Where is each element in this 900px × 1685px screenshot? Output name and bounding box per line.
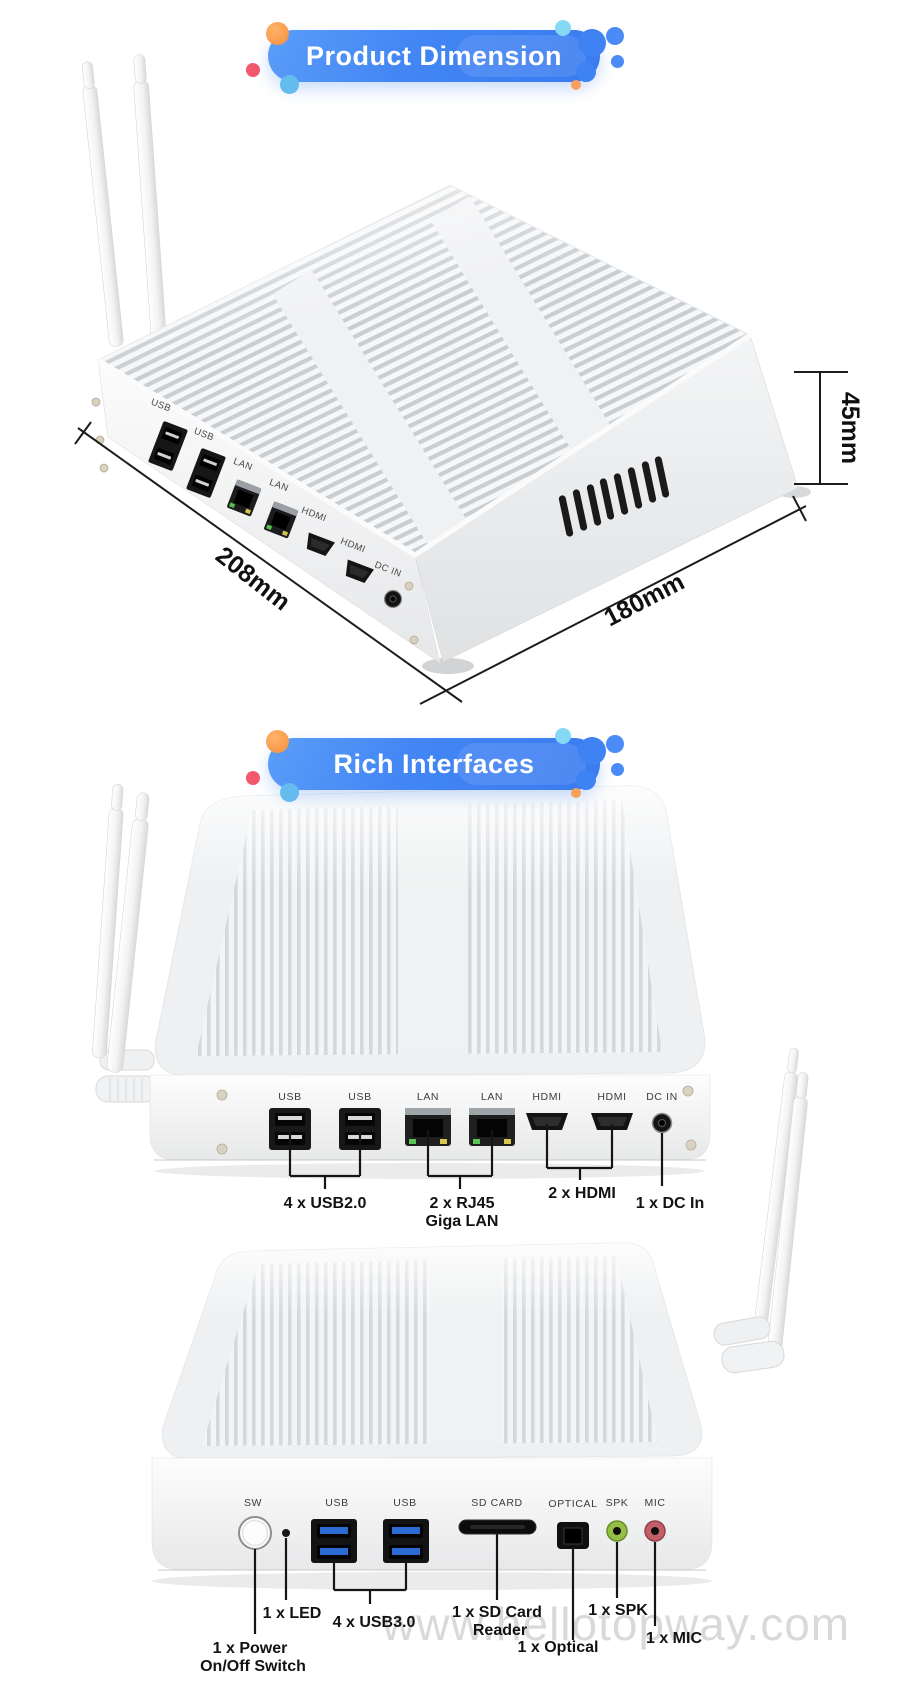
port-label: LAN <box>417 1091 439 1103</box>
banner-title: Rich Interfaces <box>333 749 535 779</box>
decor-blob <box>576 62 596 82</box>
decor-dot-cyan <box>555 728 571 744</box>
decor-blob <box>576 770 596 790</box>
device-top <box>96 184 752 558</box>
port-label: USB <box>278 1091 301 1103</box>
annotation-usb2: 4 x USB2.0 <box>284 1195 367 1212</box>
antenna <box>133 54 167 347</box>
hdmi-port <box>306 532 335 557</box>
callout-line <box>288 1132 362 1189</box>
callout-line <box>332 1563 408 1604</box>
annotation-usb3: 4 x USB3.0 <box>333 1614 416 1631</box>
usb-port <box>148 421 188 471</box>
usb3-port <box>311 1519 357 1563</box>
port-label: SW <box>244 1497 262 1509</box>
annotation-lan-line2: Giga LAN <box>426 1213 499 1230</box>
dimension-height: 45mm <box>794 371 864 485</box>
port-label: DC IN <box>646 1091 678 1103</box>
callout-line <box>545 1124 614 1180</box>
decor-dot-cyan <box>555 20 571 36</box>
power-button <box>238 1516 272 1550</box>
decor-dot-blue <box>611 55 624 68</box>
annotation-lan-line1: 2 x RJ45 <box>430 1195 495 1212</box>
lan-port <box>227 479 262 517</box>
decor-dot-orange <box>266 730 289 753</box>
usb-port <box>269 1108 311 1150</box>
port-label: USB <box>348 1091 371 1103</box>
port-label: HDMI <box>597 1091 626 1103</box>
dc-in-port <box>383 589 403 609</box>
annotation-hdmi: 2 x HDMI <box>548 1185 616 1202</box>
annotation-power-line2: On/Off Switch <box>200 1658 306 1675</box>
screw <box>216 1085 697 1155</box>
port-label: USB <box>325 1497 348 1509</box>
iso-view-photo: USB USB LAN LAN HDMI HDMI DC IN 208mm 18… <box>74 54 864 705</box>
decor-dot-skyblue <box>280 75 299 94</box>
antenna <box>106 792 150 1073</box>
annotation-dc: 1 x DC In <box>636 1195 704 1212</box>
banner-pill: Product Dimension <box>268 30 600 82</box>
port-label: OPTICAL <box>548 1498 597 1510</box>
decor-dot-blue <box>606 735 624 753</box>
device-front-panel <box>151 1457 713 1590</box>
banner-pill: Rich Interfaces <box>268 738 600 790</box>
port-label: MIC <box>644 1497 665 1509</box>
decor-dot-skyblue <box>280 783 299 802</box>
front-view-photo: SW USB USB SD CARD OPTICAL SPK MIC <box>151 1047 809 1675</box>
decor-blob <box>578 29 606 57</box>
annotation-power-line1: 1 x Power <box>213 1640 288 1657</box>
callout-line <box>426 1130 494 1189</box>
banner-product-dimension: Product Dimension <box>240 20 640 98</box>
antenna <box>81 61 124 347</box>
port-label: SD CARD <box>471 1497 522 1509</box>
decor-dot-red <box>246 771 260 785</box>
annotation-sd-line2: Reader <box>473 1622 527 1639</box>
dc-in-port <box>651 1112 673 1134</box>
hdmi-port <box>591 1113 633 1130</box>
screw <box>91 397 419 645</box>
port-label: HDMI <box>532 1091 561 1103</box>
optical-port <box>557 1522 589 1549</box>
annotation-spk: 1 x SPK <box>588 1602 648 1619</box>
antenna <box>92 784 124 1059</box>
annotation-mic: 1 x MIC <box>646 1630 702 1647</box>
decor-dot-blue <box>606 27 624 45</box>
led-indicator <box>282 1529 290 1537</box>
port-label: SPK <box>606 1497 629 1509</box>
lan-port <box>405 1108 451 1146</box>
device-foot <box>422 658 474 674</box>
decor-blob <box>578 737 606 765</box>
decor-dot-orange <box>266 22 289 45</box>
annotation-optical: 1 x Optical <box>518 1639 599 1656</box>
back-view-photo: USB USB LAN LAN HDMI HDMI DC IN <box>92 784 711 1230</box>
hdmi-port <box>526 1113 568 1130</box>
usb3-port <box>383 1519 429 1563</box>
port-label: LAN <box>481 1091 503 1103</box>
banner-rich-interfaces: Rich Interfaces <box>240 728 640 806</box>
device-top <box>161 1242 703 1460</box>
port-label: USB <box>393 1497 416 1509</box>
mic-jack <box>644 1520 666 1542</box>
usb-port <box>186 448 226 498</box>
speaker-jack <box>606 1520 628 1542</box>
annotation-led: 1 x LED <box>263 1605 322 1622</box>
hdmi-port <box>345 559 374 584</box>
decor-dot-orange-small <box>571 80 581 90</box>
device-top <box>154 785 706 1077</box>
annotation-sd-line1: 1 x SD Card <box>452 1604 542 1621</box>
decor-dot-red <box>246 63 260 77</box>
decor-dot-orange-small <box>571 788 581 798</box>
decor-dot-blue <box>611 763 624 776</box>
watermark: www.hellotopway.com <box>382 1598 851 1650</box>
antenna-hinge <box>713 1316 785 1374</box>
sd-card-slot <box>458 1519 537 1535</box>
lan-port <box>264 501 299 539</box>
banner-title: Product Dimension <box>305 41 563 71</box>
lan-port <box>469 1108 515 1146</box>
vent-grille <box>558 456 670 537</box>
dimension-height-label: 45mm <box>836 392 864 464</box>
